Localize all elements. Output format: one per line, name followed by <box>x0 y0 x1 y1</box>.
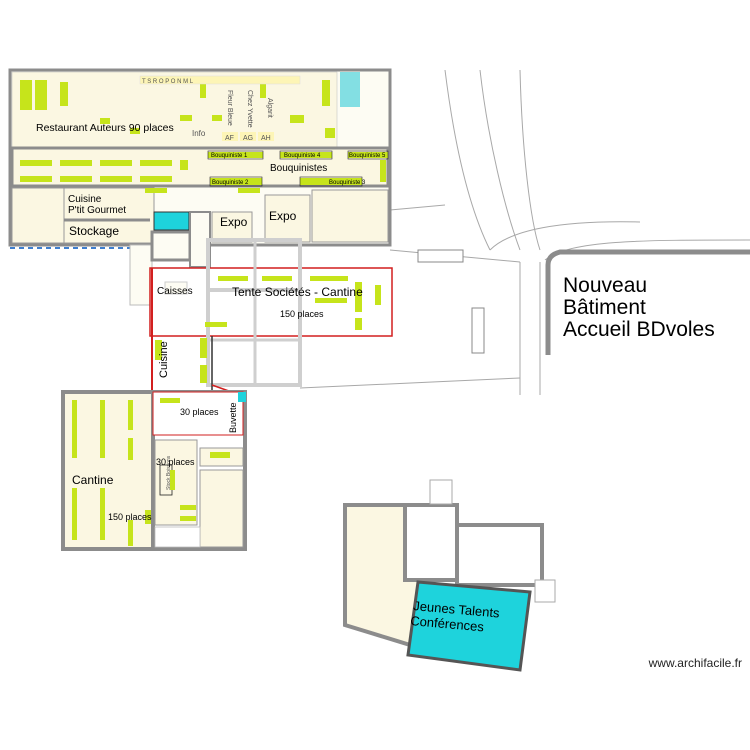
bouquiniste-5-label: Bouquiniste 5 <box>349 153 386 159</box>
nouveau-line-2: Bâtiment <box>563 296 646 319</box>
conferences-label: Conférences <box>410 613 485 634</box>
caisses-label: Caisses <box>157 286 193 297</box>
bouquiniste-2-label: Bouquiniste 2 <box>212 180 249 186</box>
expo-1-label: Expo <box>220 215 248 229</box>
lower-building <box>61 390 247 551</box>
places-30-a-label: 30 places <box>180 407 219 417</box>
restaurant-tables <box>20 78 335 138</box>
restaurant-column-boxes <box>139 75 301 141</box>
buvette-label: Buvette <box>228 402 238 433</box>
watermark: www.archifacile.fr <box>648 656 742 670</box>
af-label: AF <box>225 135 234 142</box>
bouquiniste-tables <box>20 152 388 193</box>
roads <box>299 69 750 395</box>
restaurant-label: Restaurant Auteurs 90 places <box>36 122 174 134</box>
info-label: Info <box>192 129 206 138</box>
algaril-label: Algarit <box>266 98 273 118</box>
bouquiniste-4-label: Bouquiniste 4 <box>284 153 321 159</box>
ag-label: AG <box>243 135 253 142</box>
road-objects <box>417 249 485 354</box>
bouquinistes-label: Bouquinistes <box>270 163 327 174</box>
ah-label: AH <box>261 135 271 142</box>
stock-boissons-label: Stock Boissons <box>166 455 172 490</box>
fleur-label: Fleur Bleue <box>226 90 233 126</box>
tent-tables <box>155 276 381 383</box>
tente-label: Tente Sociétés - Cantine <box>232 285 363 299</box>
conference-building <box>343 479 556 672</box>
expo-2-label: Expo <box>269 209 297 223</box>
cuisine-vertical-label: Cuisine <box>158 341 170 378</box>
cantine-tables <box>72 398 230 546</box>
cantine-label: Cantine <box>72 473 114 487</box>
nouveau-line-3: Accueil BDvoles <box>563 318 715 341</box>
chez-label: Chez Yvette <box>246 90 253 128</box>
nouveau-batiment <box>545 249 750 355</box>
bouquiniste-3-label: Bouquiniste 3 <box>329 180 366 186</box>
stockage-label: Stockage <box>69 224 119 238</box>
bouquiniste-label-boxes <box>207 150 389 187</box>
places-30-b-label: 30 places <box>156 457 195 467</box>
column-letters-label: T S R O P O N M L <box>142 79 194 85</box>
cantine-places-label: 150 places <box>108 512 152 522</box>
middle-area <box>129 211 393 396</box>
bouquiniste-1-label: Bouquiniste 1 <box>211 153 248 159</box>
ptit-gourmet-label: P'tit Gourmet <box>68 205 126 216</box>
tente-places-label: 150 places <box>280 309 324 319</box>
nouveau-line-1: Nouveau <box>563 274 647 297</box>
cuisine-top-label: Cuisine <box>68 194 102 205</box>
